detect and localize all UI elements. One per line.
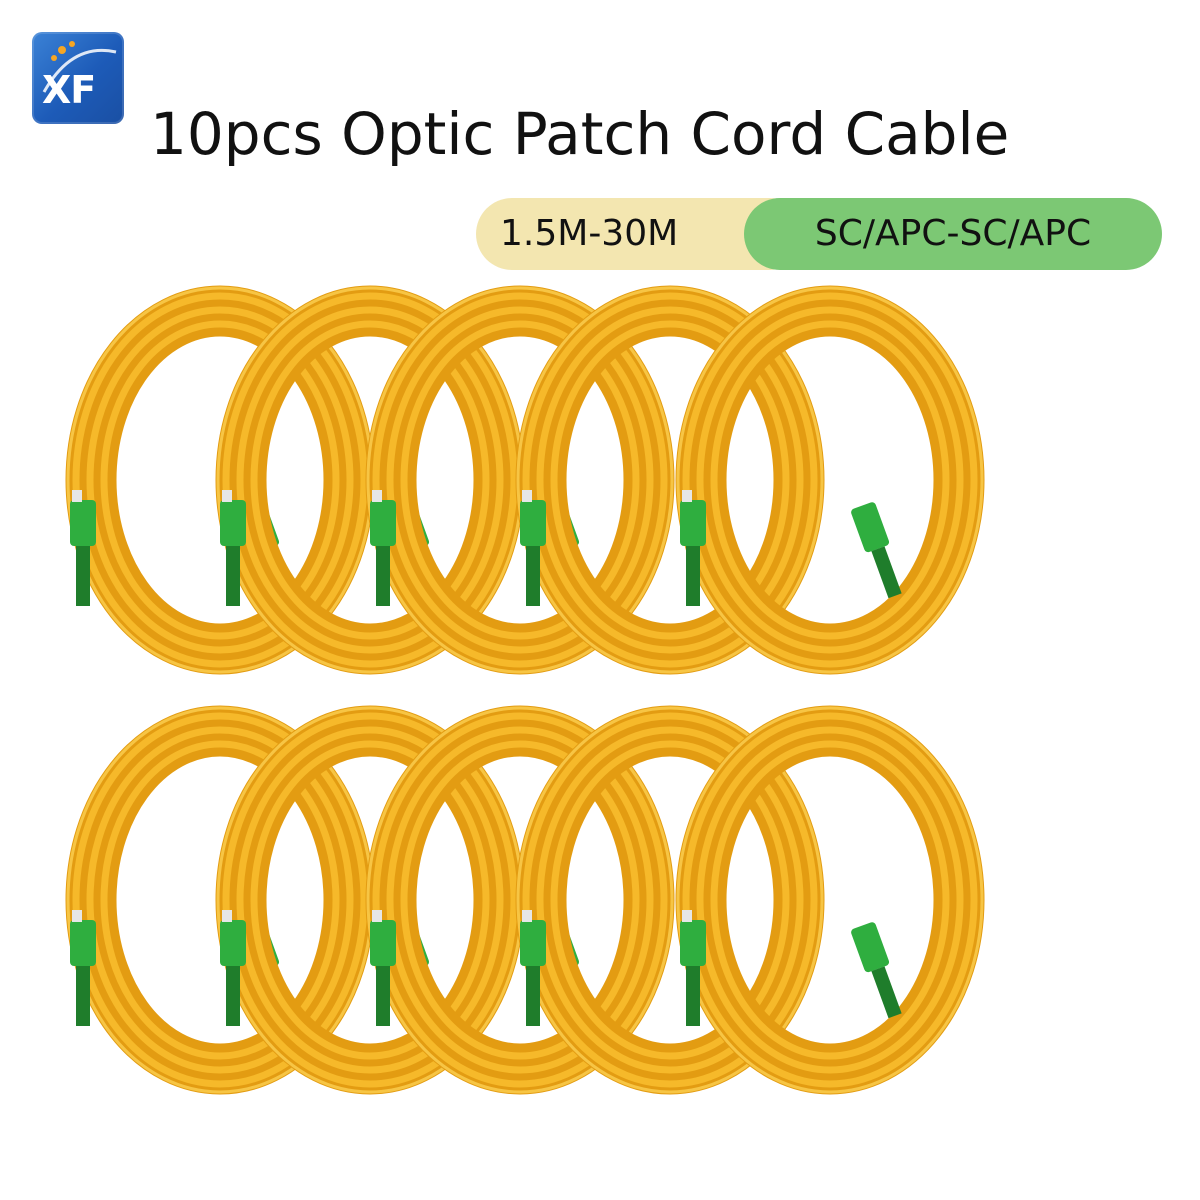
page-title: 10pcs Optic Patch Cord Cable [150,100,1010,168]
product-image [65,285,985,1095]
spec-tags: 1.5M-30M SC/APC-SC/APC [476,198,1162,270]
sc-apc-connector [70,490,96,606]
sc-apc-connector [851,922,902,1019]
logo-text: XF [42,68,96,112]
sc-apc-connector [520,910,546,1026]
sc-apc-connector [370,910,396,1026]
sc-apc-connector [220,910,246,1026]
cable-coil [675,705,985,1095]
connector-tag: SC/APC-SC/APC [744,198,1162,270]
sc-apc-connector [680,490,706,606]
sc-apc-connector [370,490,396,606]
brand-logo: XF [32,32,124,124]
cable-coils [65,285,985,1095]
sc-apc-connector [851,502,902,599]
sc-apc-connector [70,910,96,1026]
cable-coil [675,285,985,675]
sc-apc-connector [680,910,706,1026]
logo-swoosh-icon [42,41,117,93]
sc-apc-connector [520,490,546,606]
sc-apc-connector [220,490,246,606]
